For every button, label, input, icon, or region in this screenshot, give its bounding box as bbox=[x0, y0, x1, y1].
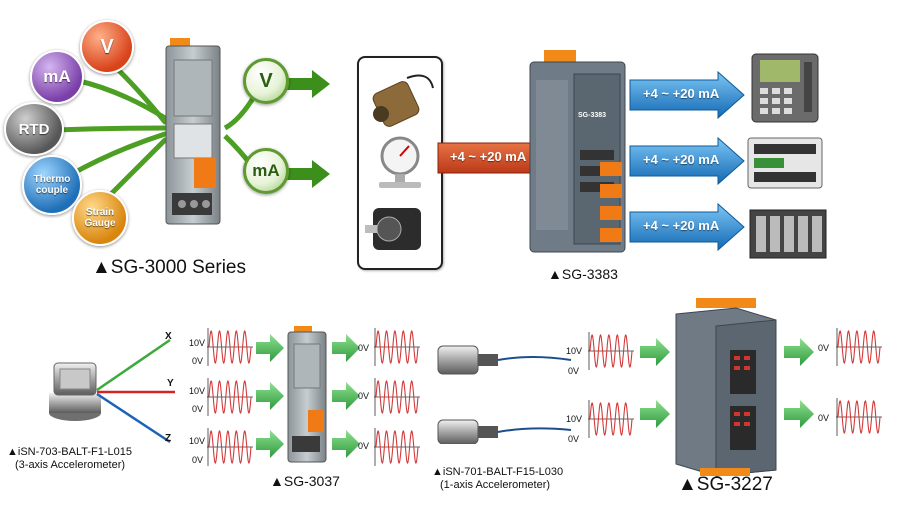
sine-wave-trace bbox=[208, 379, 252, 415]
output-arrows bbox=[629, 70, 745, 252]
sine-wave-trace bbox=[837, 329, 881, 365]
input-bubble-ma: mA bbox=[30, 50, 84, 104]
plc-device-icon bbox=[747, 137, 823, 189]
triaxial-sensor-caption-line1: ▲iSN-703-BALT-F1-L015 bbox=[7, 446, 133, 458]
input-signal-label: +4 ~ +20 mA bbox=[450, 149, 527, 164]
sg3227-input-low-label-2: 0V bbox=[568, 434, 580, 444]
output-signal-label-1: +4 ~ +20 mA bbox=[643, 86, 720, 101]
sg3227-output-waveform-1 bbox=[836, 328, 882, 366]
output-bubble-v: V bbox=[243, 58, 289, 104]
input-label-strain-gauge: Strain Gauge bbox=[84, 207, 116, 229]
sg3383-device-image bbox=[529, 50, 626, 253]
output-level-label-x: 0V bbox=[358, 343, 370, 353]
sg3037-caption: ▲SG-3037 bbox=[270, 473, 340, 489]
input-low-label-y: 0V bbox=[192, 404, 204, 414]
output-level-label-z: 0V bbox=[358, 441, 370, 451]
input-waveform-y bbox=[207, 378, 253, 416]
input-high-label-z: 10V bbox=[189, 436, 206, 446]
uniaxial-sensor-caption-line1: ▲iSN-701-BALT-F15-L030 bbox=[432, 466, 564, 478]
pressure-gauge-icon bbox=[379, 136, 421, 188]
sg3383-caption: ▲SG-3383 bbox=[548, 266, 618, 282]
input-bubble-strain-gauge: Strain Gauge bbox=[72, 190, 128, 246]
sine-wave-trace bbox=[375, 429, 419, 465]
sine-wave-trace bbox=[589, 333, 633, 369]
arrows-into-sg3037 bbox=[256, 334, 284, 458]
input-waveform-z bbox=[207, 428, 253, 466]
sg3383-device-label: SG-3383 bbox=[578, 112, 607, 119]
sg3000-caption: ▲SG-3000 Series bbox=[92, 257, 246, 278]
input-high-label-x: 10V bbox=[189, 338, 206, 348]
axis-lines bbox=[96, 338, 175, 444]
triaxial-accelerometer-image bbox=[49, 362, 101, 421]
input-label-rtd: RTD bbox=[18, 120, 50, 138]
sg3227-input-low-label-1: 0V bbox=[568, 366, 580, 376]
sine-wave-trace bbox=[589, 401, 633, 437]
uniaxial-accelerometers-image bbox=[437, 345, 572, 444]
input-high-label-y: 10V bbox=[189, 386, 206, 396]
arrows-out-of-sg3037 bbox=[332, 334, 360, 458]
input-low-label-z: 0V bbox=[192, 455, 204, 465]
output-label-ma: mA bbox=[252, 161, 280, 180]
uniaxial-accelerometer-2 bbox=[437, 419, 572, 444]
sg3227-output-waveform-2 bbox=[836, 398, 882, 436]
motor-icon bbox=[365, 208, 421, 250]
sine-wave-trace bbox=[375, 329, 419, 365]
hmi-device-icon bbox=[751, 53, 819, 123]
input-label-ma: mA bbox=[43, 67, 71, 86]
output-signal-label-2: +4 ~ +20 mA bbox=[643, 152, 720, 167]
sg3227-output-level-label-2: 0V bbox=[818, 413, 830, 423]
triaxial-sensor-caption-line2: (3-axis Accelerometer) bbox=[15, 459, 126, 471]
input-bubble-v: V bbox=[80, 20, 134, 74]
input-label-v: V bbox=[100, 35, 114, 58]
axis-label-z: Z bbox=[165, 433, 172, 444]
sine-wave-trace bbox=[208, 329, 252, 365]
sine-wave-trace bbox=[837, 399, 881, 435]
output-waveform-x bbox=[374, 328, 420, 366]
input-low-label-x: 0V bbox=[192, 356, 204, 366]
uniaxial-sensor-caption-line2: (1-axis Accelerometer) bbox=[440, 479, 551, 491]
input-waveform-x bbox=[207, 328, 253, 366]
input-bubble-thermocouple: Thermo couple bbox=[22, 155, 82, 215]
axis-label-x: X bbox=[165, 331, 172, 342]
uniaxial-accelerometer-1 bbox=[437, 345, 572, 375]
sg3227-input-high-label-1: 10V bbox=[566, 346, 583, 356]
input-bubble-rtd: RTD bbox=[4, 102, 64, 156]
sg3000-module-image bbox=[165, 38, 221, 225]
arrows-into-sg3227 bbox=[640, 338, 670, 428]
rack-controller-icon bbox=[749, 209, 827, 259]
output-signal-label-3: +4 ~ +20 mA bbox=[643, 218, 720, 233]
sensor-panel bbox=[357, 56, 443, 270]
uniaxial-sensor-caption: ▲iSN-701-BALT-F15-L030 (1-axis Accelerom… bbox=[432, 466, 602, 492]
sg3227-caption: ▲SG-3227 bbox=[678, 474, 773, 495]
arrows-out-of-sg3227 bbox=[784, 338, 814, 428]
sg3227-output-level-label-1: 0V bbox=[818, 343, 830, 353]
sine-wave-trace bbox=[208, 429, 252, 465]
proximity-sensor-icon bbox=[372, 74, 434, 127]
sg3227-module-image bbox=[675, 298, 777, 477]
output-level-label-y: 0V bbox=[358, 391, 370, 401]
output-waveform-z bbox=[374, 428, 420, 466]
sg3227-input-high-label-2: 10V bbox=[566, 414, 583, 424]
output-waveform-y bbox=[374, 378, 420, 416]
sine-wave-trace bbox=[375, 379, 419, 415]
output-label-v: V bbox=[259, 69, 273, 92]
output-bubble-ma: mA bbox=[243, 148, 289, 194]
input-label-thermocouple: Thermo couple bbox=[33, 174, 71, 196]
axis-label-y: Y bbox=[167, 378, 174, 389]
sensor-icons bbox=[365, 74, 434, 250]
sg3227-input-waveform-1 bbox=[588, 332, 634, 370]
sg3037-module-image bbox=[287, 326, 327, 463]
sg3227-input-waveform-2 bbox=[588, 400, 634, 438]
triaxial-sensor-caption: ▲iSN-703-BALT-F1-L015 (3-axis Accelerome… bbox=[7, 446, 157, 472]
